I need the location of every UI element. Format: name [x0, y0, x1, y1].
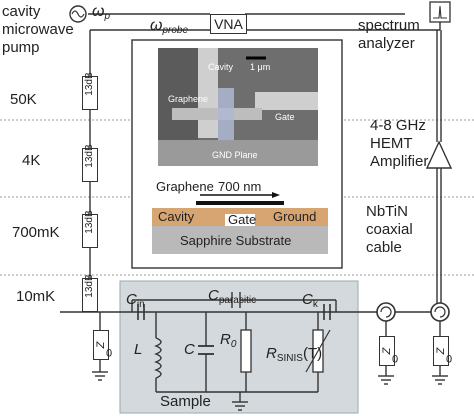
stage-temp-10mk: 10mK [16, 288, 56, 305]
substrate-layer [152, 226, 328, 254]
stage-temp-4k: 4K [22, 152, 41, 169]
sample-label: Sample [160, 393, 211, 410]
circulator-icon [430, 302, 450, 322]
cs-cavity-label: Cavity [158, 209, 195, 224]
attenuator-700mk: 13dB [82, 210, 98, 248]
attenuator-10mk: 13dB [82, 274, 98, 312]
cs-graphene-label: Graphene [156, 179, 214, 194]
omega-probe-label: ωprobe [150, 17, 189, 36]
c-in-capacitor [137, 304, 145, 320]
stage-temp-700mk: 700mK [12, 224, 60, 241]
hemt-label-line2: HEMT [370, 135, 413, 152]
c-in-label: Cin [126, 291, 145, 310]
rsinis-label: RSINIS(T) [266, 345, 323, 364]
stage-temp-50k: 50K [10, 91, 37, 108]
spectrum-label-line1: spectrum [358, 17, 420, 34]
pump-label-line1: cavity [2, 3, 41, 20]
hemt-label-line1: 4-8 GHz [370, 117, 426, 134]
sem-scale-label: 1 μm [250, 62, 271, 72]
attenuator-50k: 13dB [82, 72, 98, 110]
omega-p-label: ωp [92, 3, 111, 22]
spectrum-label-line2: analyzer [358, 35, 415, 52]
hemt-amplifier-icon [425, 140, 453, 169]
sem-cavity-label: Cavity [208, 62, 234, 72]
cs-ground-label: Ground [273, 209, 317, 224]
cs-substrate-label: Sapphire Substrate [180, 233, 292, 248]
sem-gate-label: Gate [275, 112, 295, 122]
attenuator-4k: 13dB [82, 144, 98, 182]
cable-label-line1: NbTiN [366, 203, 408, 220]
pump-label-line2: microwave [2, 21, 74, 38]
c-parasitic-label: Cparasitic [208, 287, 257, 306]
c-capacitor [198, 345, 214, 355]
cs-gate-label: Gate [228, 212, 257, 227]
c-k-label: Ck [302, 291, 318, 310]
cable-label-line3: cable [366, 239, 402, 256]
sem-graphene-label: Graphene [168, 94, 209, 104]
cable-label-line2: coaxial [366, 221, 413, 238]
c-k-capacitor [323, 304, 331, 320]
inductor-label: L [134, 341, 143, 358]
pump-label-line3: pump [2, 39, 40, 56]
inductor-icon [154, 337, 162, 379]
cs-length-label: 700 nm [218, 179, 262, 194]
circulator-icon [376, 302, 396, 322]
capacitor-label: C [184, 341, 195, 358]
vna-box: VNA [210, 14, 247, 34]
r0-resistor [240, 329, 252, 373]
sem-gnd-label: GND Plane [212, 150, 258, 160]
hemt-label-line3: Amplifier [370, 153, 429, 170]
r0-label: R0 [220, 331, 237, 350]
